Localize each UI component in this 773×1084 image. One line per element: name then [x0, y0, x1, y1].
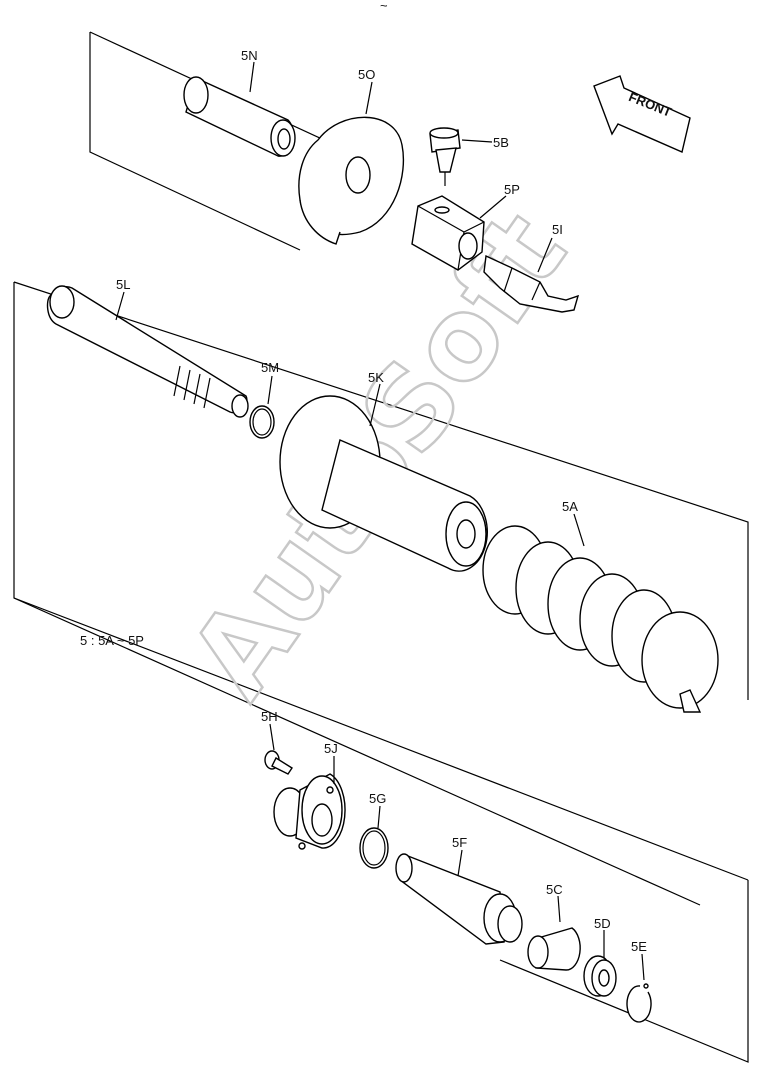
label-5J: 5J: [324, 741, 338, 756]
panel-outlines: [13, 31, 749, 1063]
part-5F-piston: [395, 849, 523, 945]
part-5C-seal: [527, 895, 581, 971]
label-5I: 5I: [552, 222, 563, 237]
part-5M-o-ring: [249, 375, 275, 439]
part-5N-bushing: [183, 61, 296, 157]
part-5G-o-ring: [359, 805, 389, 869]
header-mark: ~: [380, 0, 388, 13]
label-5E: 5E: [631, 939, 647, 954]
label-5F: 5F: [452, 835, 467, 850]
label-5B: 5B: [493, 135, 509, 150]
part-5J-flange: [273, 756, 346, 850]
label-5M: 5M: [261, 360, 279, 375]
label-5N: 5N: [241, 48, 258, 63]
part-5H-bolt: [264, 723, 293, 775]
label-5A: 5A: [562, 499, 578, 514]
label-5H: 5H: [261, 709, 278, 724]
upper-panel-outline: [89, 32, 301, 251]
label-5D: 5D: [594, 916, 611, 931]
label-5L: 5L: [116, 277, 130, 292]
part-5I-grease-fitting: [483, 237, 580, 313]
label-5K: 5K: [368, 370, 384, 385]
part-5D-washer: [583, 930, 617, 997]
part-5K-cylinder: [279, 383, 488, 572]
label-5G: 5G: [369, 791, 386, 806]
part-5L-tension-rod: [46, 285, 249, 418]
part-5A-recoil-spring: [482, 513, 719, 713]
part-5E-snap-ring: [626, 953, 652, 1023]
label-5C: 5C: [546, 882, 563, 897]
part-5O-cam-plate: [298, 81, 405, 245]
label-5P: 5P: [504, 182, 520, 197]
part-5P-hex-block: [411, 195, 507, 271]
label-5O: 5O: [358, 67, 375, 82]
part-labels: 5N 5O 5B 5P 5I 5L 5M 5K 5A 5H 5J 5G 5F 5…: [116, 48, 647, 954]
part-5B-bleed-bolt: [429, 127, 493, 186]
front-direction-arrow-icon: FRONT: [593, 75, 691, 153]
assembly-note: 5 : 5A ~ 5P: [80, 633, 144, 648]
